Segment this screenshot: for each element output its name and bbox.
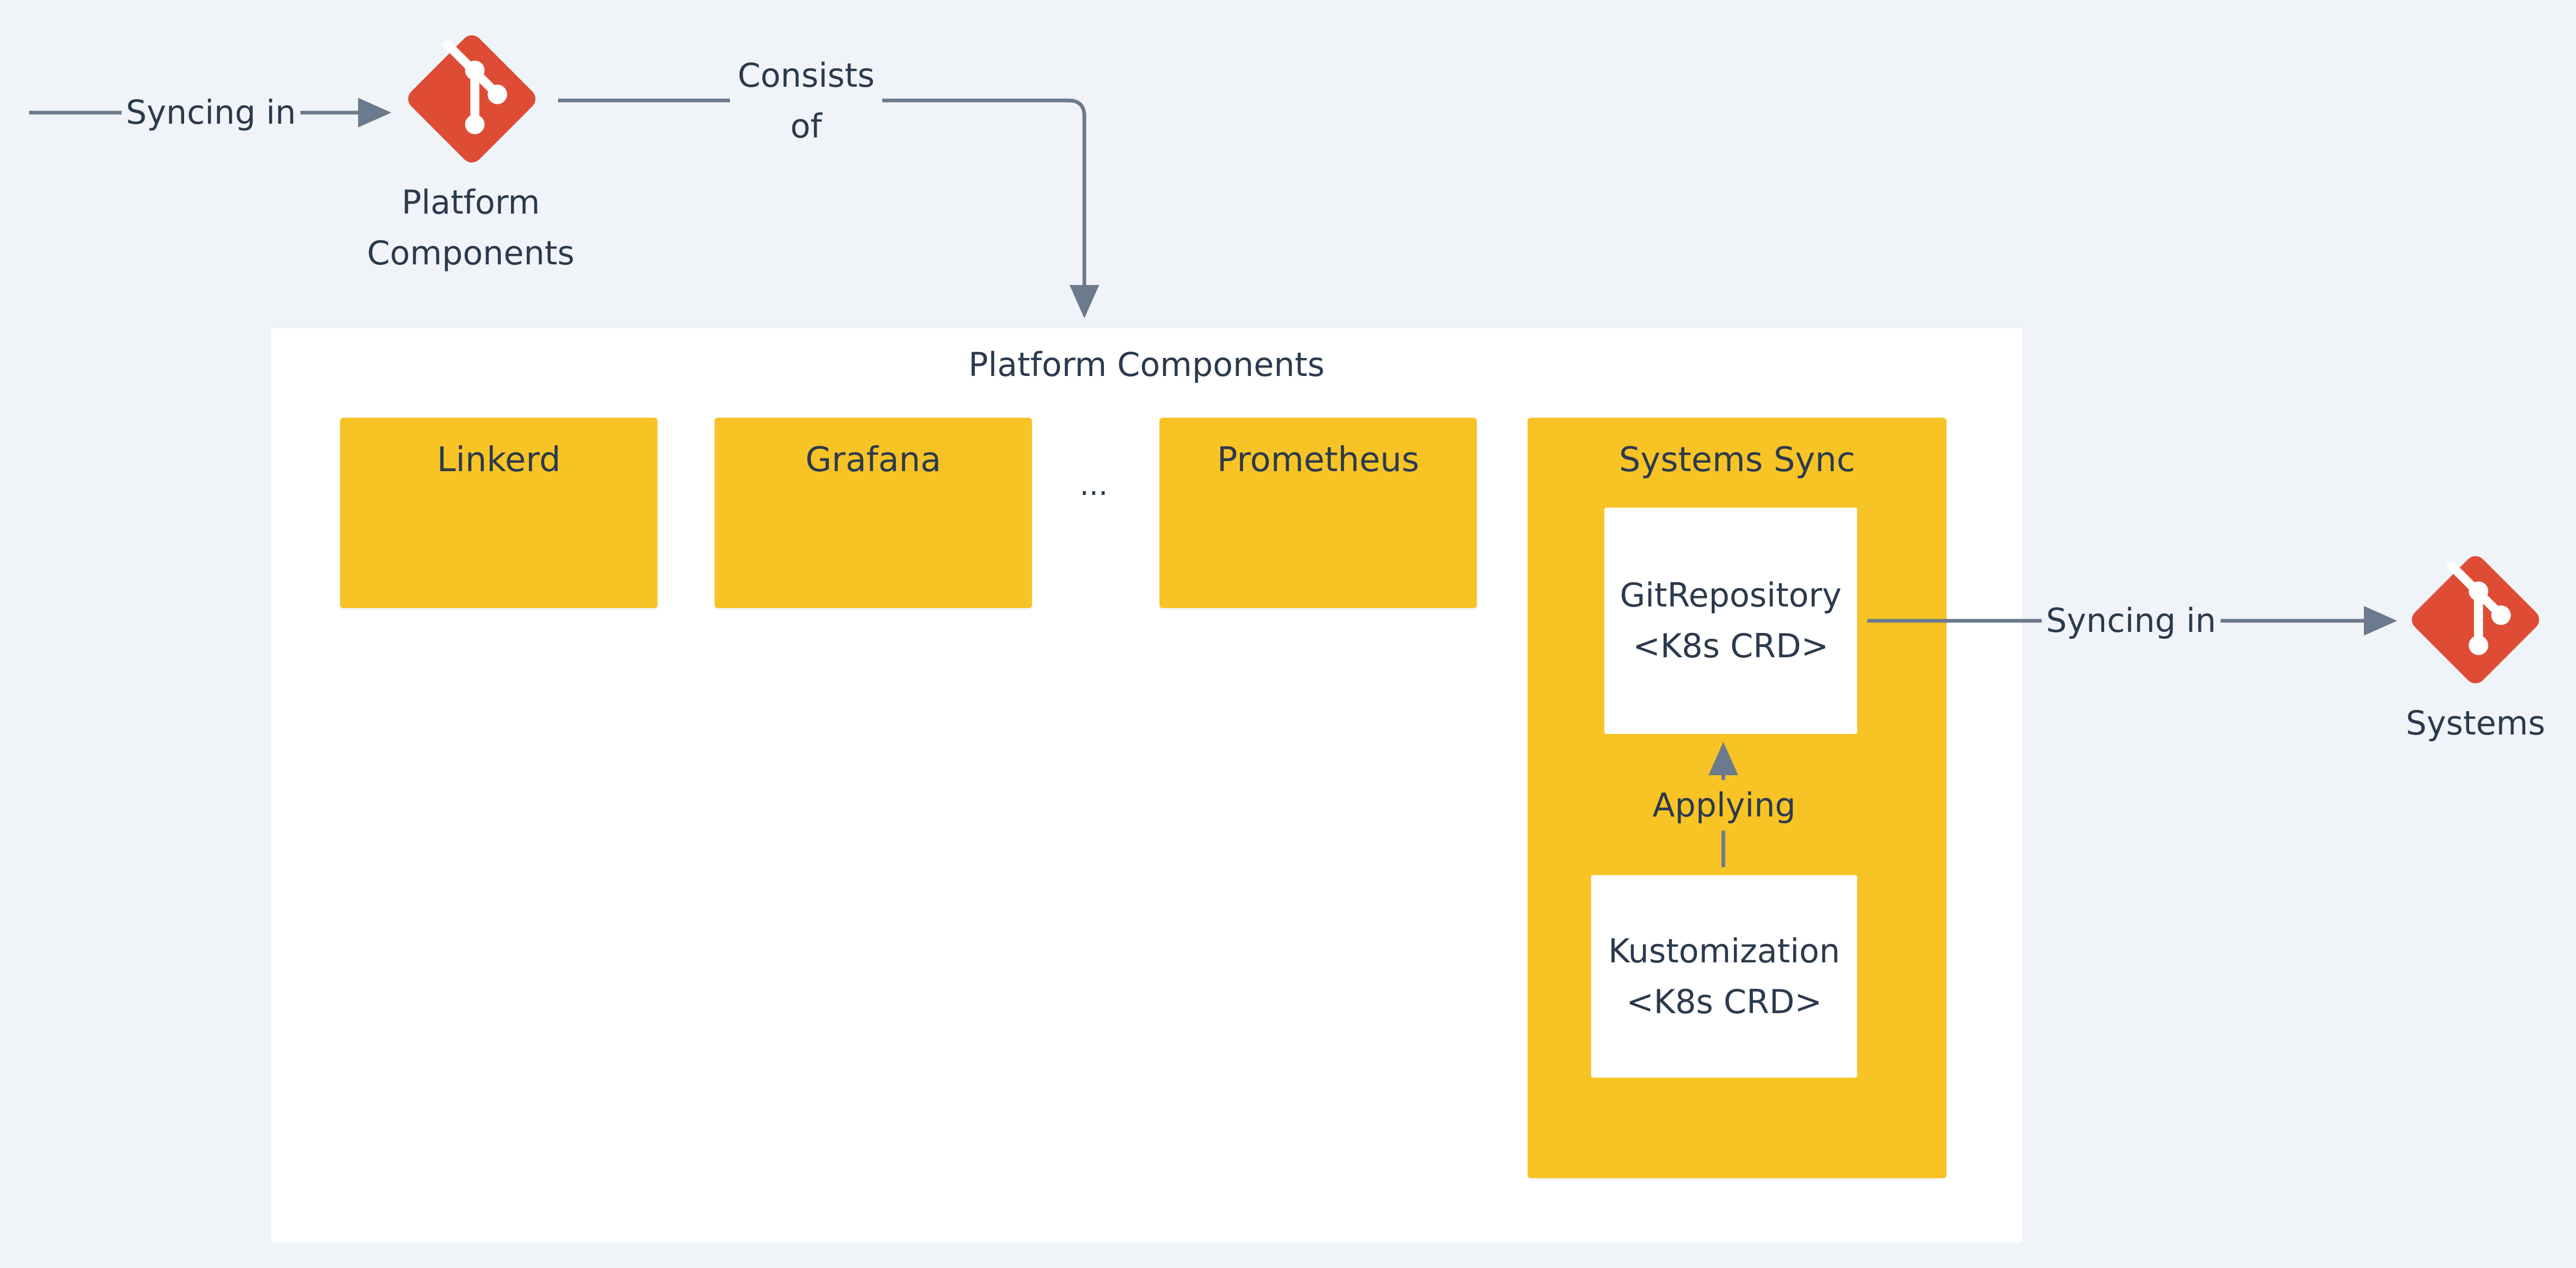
repo-label-systems: Systems	[2406, 704, 2545, 742]
edge-label-applying: Applying	[1649, 780, 1799, 831]
component-linkerd[interactable]: Linkerd	[340, 418, 657, 608]
component-label: Linkerd	[437, 440, 561, 480]
repo-label-platform-components: Platform Components	[339, 177, 603, 279]
kustomization-crd[interactable]: Kustomization <K8s CRD>	[1591, 875, 1857, 1078]
git-repository-crd[interactable]: GitRepository <K8s CRD>	[1604, 508, 1857, 734]
edge-label-line: of	[790, 107, 822, 145]
edge-label-incoming-sync: Syncing in	[122, 87, 300, 138]
edge-label-line: Consists	[737, 56, 875, 95]
edge-label-consists-of: Consists of	[730, 50, 882, 152]
crd-kind: <K8s CRD>	[1626, 982, 1822, 1021]
repo-label-line: Platform	[401, 183, 540, 222]
crd-name: GitRepository	[1620, 576, 1842, 614]
edge-consists-of	[558, 98, 1099, 318]
panel-title: Platform Components	[968, 345, 1325, 384]
crd-name: Kustomization	[1608, 931, 1840, 970]
edge-label-outgoing-sync: Syncing in	[2042, 595, 2221, 646]
component-label: Grafana	[805, 440, 942, 480]
component-prometheus[interactable]: Prometheus	[1159, 418, 1477, 608]
component-label: Prometheus	[1217, 440, 1420, 480]
component-grafana[interactable]: Grafana	[715, 418, 1032, 608]
git-icon[interactable]	[397, 24, 547, 174]
git-icon[interactable]	[2400, 545, 2551, 695]
repo-label-line: Components	[367, 234, 575, 272]
component-label: Systems Sync	[1619, 440, 1856, 480]
crd-kind: <K8s CRD>	[1632, 627, 1829, 665]
more-components-ellipsis: ...	[1080, 468, 1108, 502]
